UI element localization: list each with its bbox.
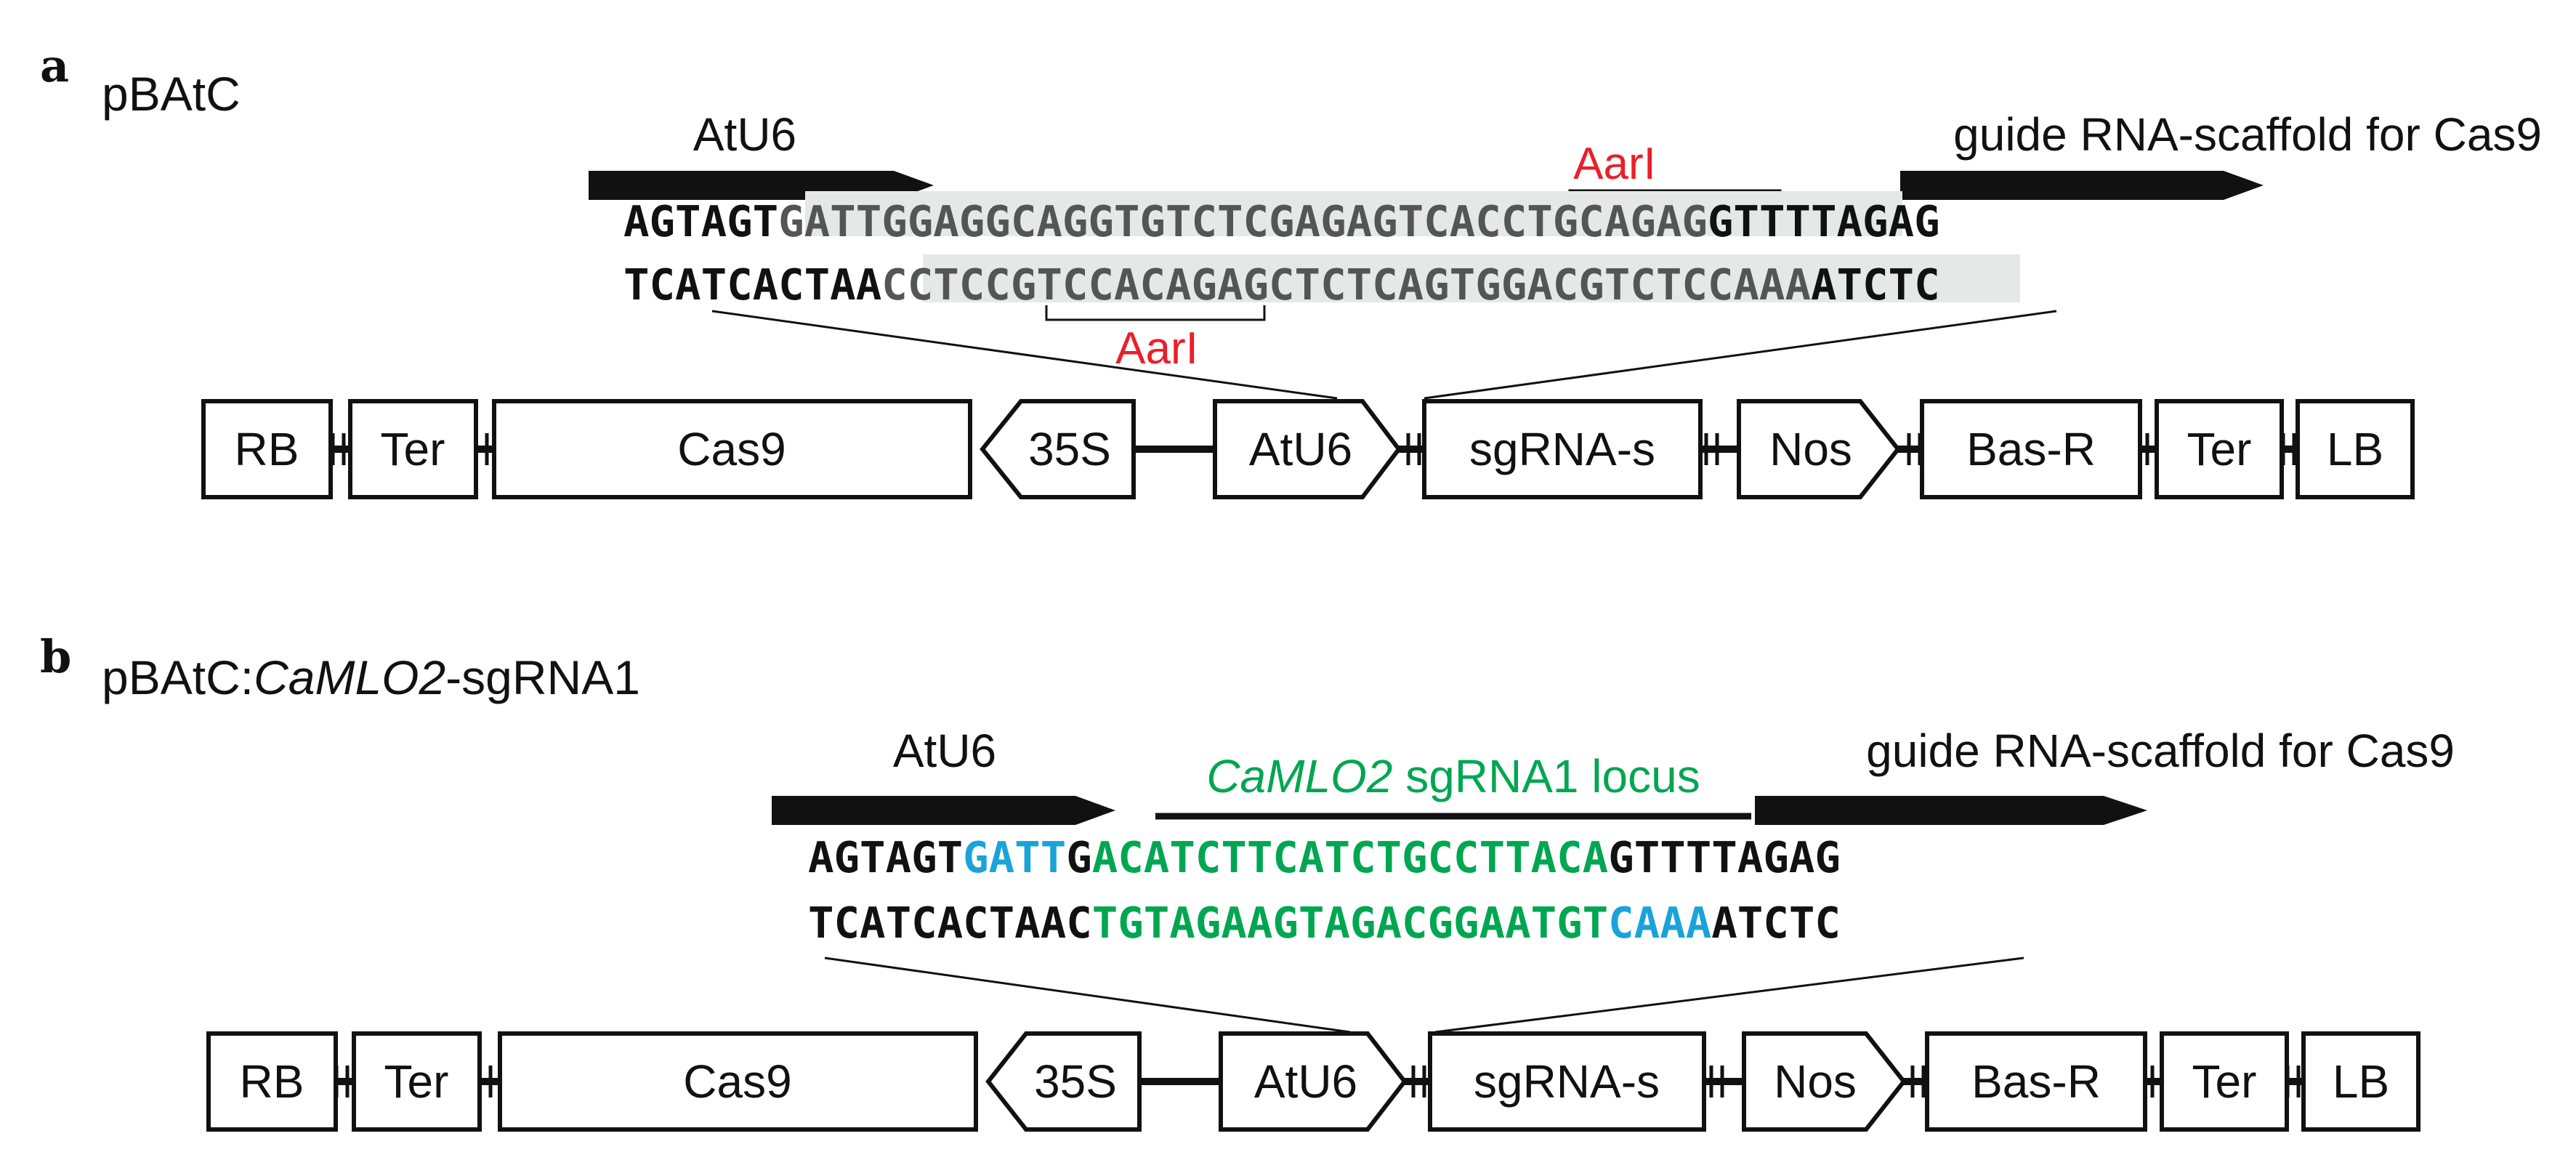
scaffold-label-b: guide RNA-scaffold for Cas9 (1866, 725, 2455, 777)
panel-b: b pBAtC:CaMLO2-sgRNA1 AtU6 CaMLO2 sgRNA1… (40, 630, 2455, 1132)
zoom-line-left-a (711, 310, 1338, 400)
scaffold-arrow-a (1900, 171, 2264, 200)
bottom-seq-a-insert: CCTCCGTCCACAGAGCTCTCAGTGGACGTCTCCAAA (881, 259, 1811, 310)
top-seq-a-lead: AGTAGT (623, 196, 778, 246)
element-basr-b: Bas-R (1925, 1031, 2147, 1132)
svg-text:sgRNA-s: sgRNA-s (1469, 423, 1655, 475)
svg-text:Cas9: Cas9 (677, 423, 786, 475)
svg-text:LB: LB (2333, 1055, 2389, 1108)
top-seq-a-insert: GATTGGAGGCAGGTGTCTCGAGAGTCACCTGCAGAG (778, 196, 1708, 246)
element-ter-a: Ter (348, 399, 478, 499)
element-lb-b: LB (2301, 1031, 2420, 1132)
svg-text:Nos: Nos (1774, 1055, 1857, 1108)
svg-text:RB: RB (235, 423, 299, 475)
atu6-arrow-b (772, 796, 1115, 825)
top-sequence-a: AGTAGTGATTGGAGGCAGGTGTCTCGAGAGTCACCTGCAG… (623, 196, 1940, 246)
top-sequence-b: AGTAGTGATTGACATCTTCATCTGCCTTACAGTTTTAGAG (808, 832, 1841, 882)
atu6-label-a: AtU6 (693, 108, 796, 161)
bottom-sequence-b: TCATCACTAACTGTAGAAGTAGACGGAATGTCAAAATCTC (808, 898, 1841, 948)
svg-text:Ter: Ter (384, 1055, 449, 1108)
zoom-line-left-b (824, 956, 1351, 1034)
element-sgrna-b: sgRNA-s (1428, 1031, 1706, 1132)
element-cas9-b: Cas9 (498, 1031, 978, 1132)
scaffold-label-a: guide RNA-scaffold for Cas9 (1953, 108, 2542, 161)
element-35s-a: 35S (980, 399, 1136, 499)
element-atu6-a: AtU6 (1213, 399, 1402, 499)
zoom-line-right-b (1434, 956, 2024, 1034)
element-basr-a: Bas-R (1920, 399, 2142, 499)
panel-a-title: pBAtC (102, 67, 241, 121)
svg-text:sgRNA-s: sgRNA-s (1474, 1055, 1660, 1108)
locus-top-b: ACATCTTCATCTGCCTTACA (1092, 832, 1608, 882)
bottom-seq-a-tail: ATCTC (1811, 259, 1940, 310)
element-atu6-b: AtU6 (1219, 1031, 1408, 1132)
panel-a-letter: a (40, 39, 69, 92)
element-35s-b: 35S (985, 1031, 1142, 1132)
element-nos-b: Nos (1742, 1031, 1907, 1132)
svg-text:AtU6: AtU6 (1254, 1055, 1357, 1108)
svg-text:35S: 35S (1028, 423, 1111, 475)
aari-label-bottom: AarI (1115, 323, 1198, 374)
locus-bottom-b: TGTAGAAGTAGACGGAATGT (1092, 898, 1608, 948)
aari-label-top: AarI (1573, 139, 1656, 189)
svg-text:RB: RB (240, 1055, 304, 1108)
svg-text:LB: LB (2327, 423, 2383, 475)
aari-bracket-bottom (1045, 305, 1266, 321)
svg-text:Bas-R: Bas-R (1971, 1055, 2101, 1108)
highlight-bottom-a (923, 254, 2020, 302)
bottom-sequence-a: TCATCACTAACCTCCGTCCACAGAGCTCTCAGTGGACGTC… (623, 259, 1940, 310)
svg-text:Cas9: Cas9 (683, 1055, 791, 1108)
zoom-line-right-a (1424, 310, 2057, 400)
atu6-label-b: AtU6 (893, 725, 996, 777)
bottom-seq-a-lead: TCATCACTAA (623, 259, 881, 310)
svg-text:Ter: Ter (2192, 1055, 2257, 1108)
scaffold-arrow-b (1755, 796, 2147, 825)
locus-label-b: CaMLO2 sgRNA1 locus (1206, 750, 1700, 802)
element-sgrna-a: sgRNA-s (1422, 399, 1703, 499)
element-ter2-a: Ter (2155, 399, 2284, 499)
panel-b-title: pBAtC:CaMLO2-sgRNA1 (102, 651, 640, 704)
element-rb-a: RB (201, 399, 333, 499)
panel-b-letter: b (40, 630, 71, 683)
svg-text:Ter: Ter (381, 423, 445, 475)
svg-text:Ter: Ter (2187, 423, 2252, 475)
svg-text:Nos: Nos (1769, 423, 1852, 475)
element-rb-b: RB (206, 1031, 338, 1132)
element-lb-a: LB (2296, 399, 2415, 499)
svg-text:AtU6: AtU6 (1249, 423, 1352, 475)
panel-a: a pBAtC AtU6 guide RNA-scaffold for Cas9… (40, 39, 2542, 499)
element-ter2-b: Ter (2160, 1031, 2289, 1132)
overhang-bottom-b: CAAA (1608, 898, 1711, 948)
element-ter-b: Ter (352, 1031, 482, 1132)
svg-text:35S: 35S (1034, 1055, 1117, 1108)
highlight-top-a (805, 191, 1902, 236)
top-seq-a-tail: GTTTTAGAG (1708, 196, 1940, 246)
element-cas9-a: Cas9 (492, 399, 972, 499)
svg-text:Bas-R: Bas-R (1966, 423, 2096, 475)
element-nos-a: Nos (1737, 399, 1901, 499)
overhang-top-b: GATT (963, 832, 1066, 882)
